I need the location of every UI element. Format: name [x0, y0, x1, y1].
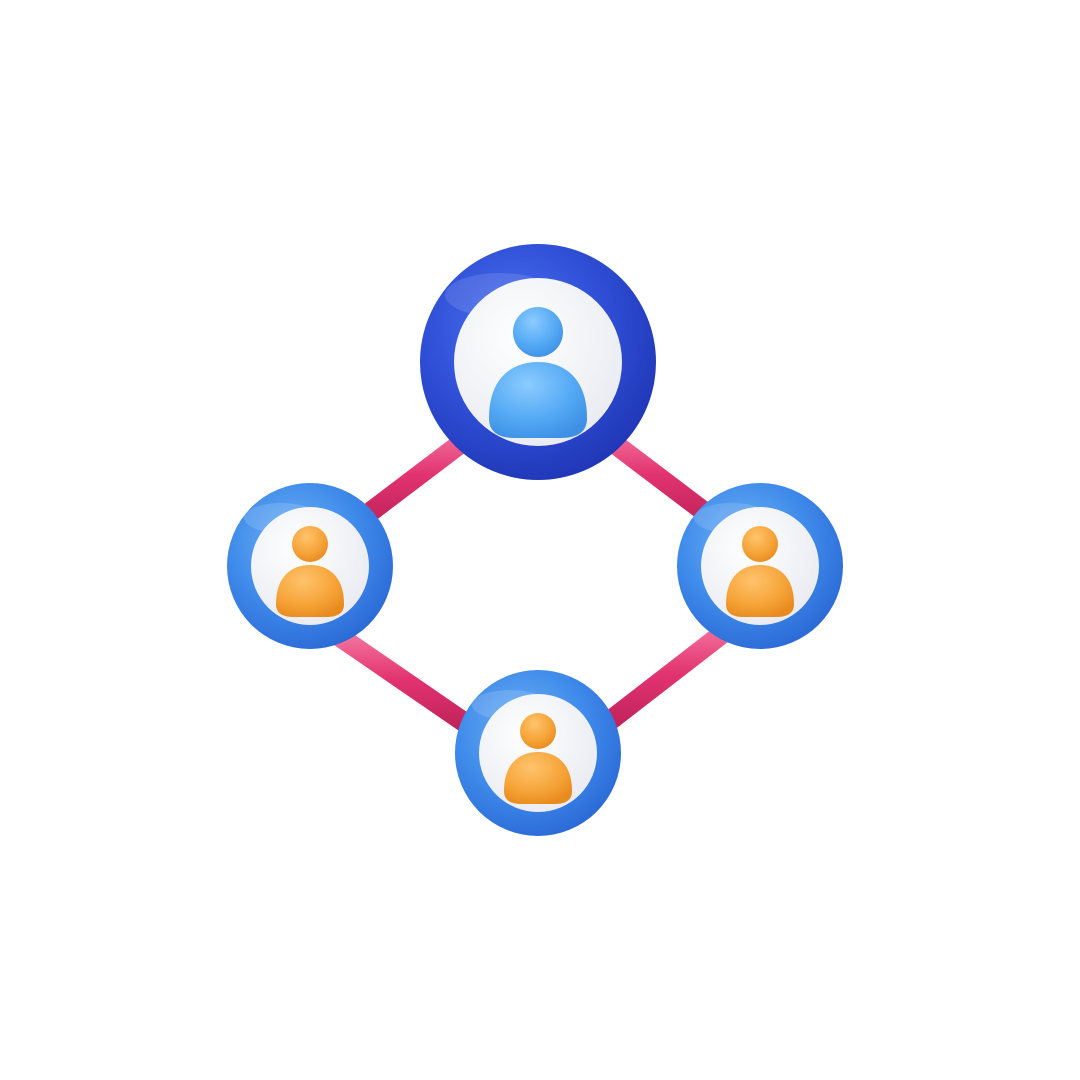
user-icon: [276, 526, 344, 617]
user-icon: [489, 307, 587, 438]
user-icon: [726, 526, 794, 617]
member-node-left: [227, 483, 393, 649]
hub-node: [420, 244, 656, 480]
user-icon: [504, 713, 572, 804]
member-node-bottom: [455, 670, 621, 836]
member-node-right: [677, 483, 843, 649]
